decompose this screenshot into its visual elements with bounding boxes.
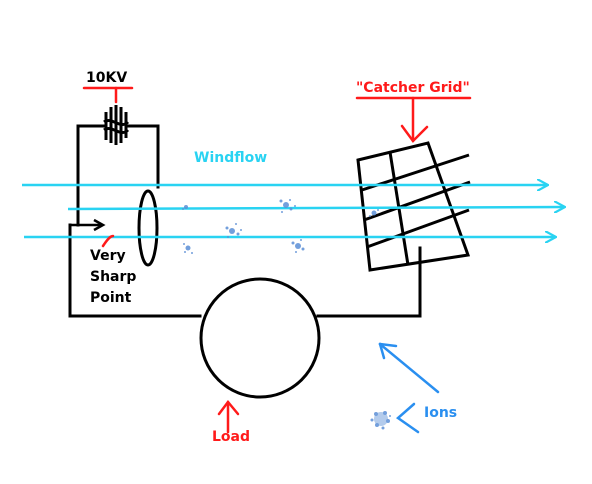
windflow-arrows	[22, 185, 565, 237]
windflow-label: Windflow	[194, 150, 267, 166]
ion-cloud-icon	[279, 199, 296, 213]
ion-cloud-icon	[291, 239, 305, 253]
ion-cloud-icon	[369, 209, 379, 217]
ring-electrode	[137, 189, 159, 267]
catcher-grid-label: "Catcher Grid"	[356, 80, 470, 96]
ion-cloud-icon	[183, 243, 193, 254]
circuit-wires	[68, 124, 422, 318]
ions-label: Ions	[424, 405, 457, 421]
ion-cloud-icon	[182, 205, 188, 210]
sharp-point-emitter	[70, 218, 106, 232]
point-pointer	[101, 234, 115, 248]
ion-particles	[182, 199, 391, 430]
ion-cloud-icon	[370, 411, 391, 430]
ions-pointer-shaft	[378, 342, 440, 394]
annotation-arrows-red	[82, 86, 472, 434]
wind-arrow-middle	[67, 207, 565, 209]
voltage-label: 10KV	[86, 70, 127, 86]
ions-pointer-head-b	[378, 342, 386, 360]
sharp-point-label-line-3: Point	[90, 290, 132, 306]
wire-right-top	[126, 124, 160, 189]
sharp-point-label-line-1: Very	[90, 248, 126, 264]
load-resistor	[199, 277, 321, 399]
ion-cloud-icon	[225, 223, 242, 238]
load-pointer-head	[217, 399, 240, 416]
ions-cloud-pointer	[395, 402, 420, 434]
annotation-arrows-blue	[378, 342, 440, 434]
sharp-point-label-line-2: Sharp	[90, 269, 136, 285]
grid-pointer-head	[400, 124, 429, 143]
coil-icon	[103, 105, 130, 145]
load-label: Load	[212, 429, 250, 445]
wire-left-bottom	[68, 223, 202, 318]
wire-left-top	[76, 124, 106, 227]
ions-pointer-head-a	[378, 342, 398, 348]
wire-right-bottom	[316, 246, 422, 318]
